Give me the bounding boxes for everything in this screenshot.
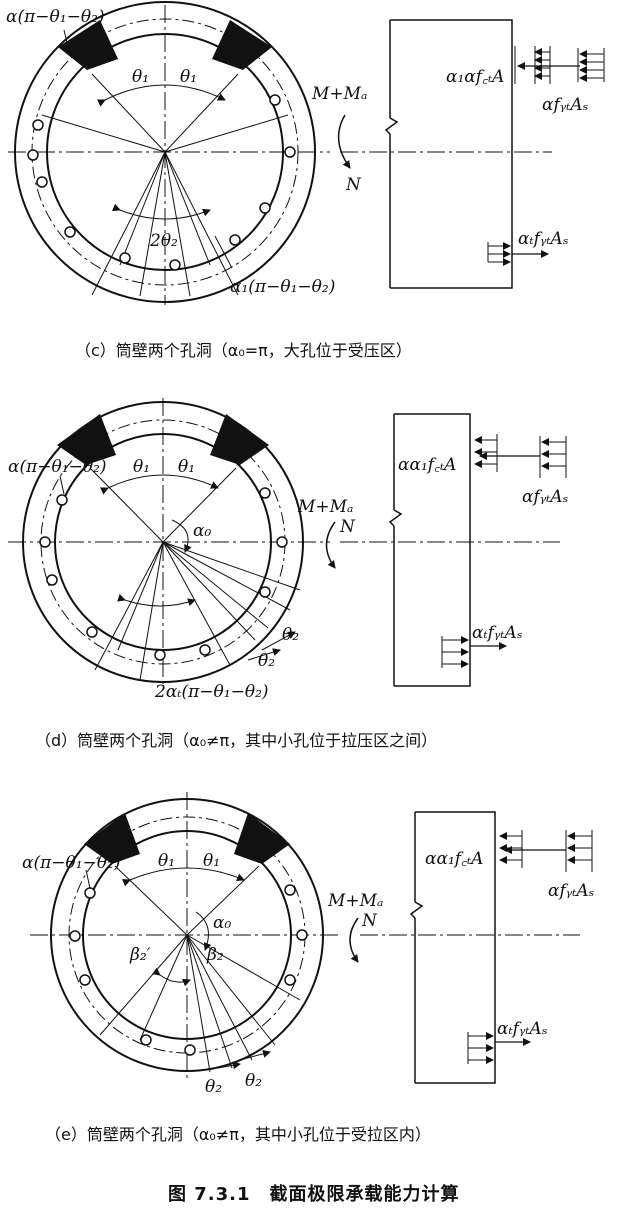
label-theta2-a-e: θ₂ [205, 1077, 222, 1097]
panel-e: α(π−θ₁−θ₂) θ₁ θ₁ α₀ β₂′ β₂ θ₂ θ₂ M+Mₐ N [22, 792, 595, 1097]
rebar-e [69, 884, 308, 1056]
label-steel-tens-e: αₜfᵧₜAₛ [497, 1019, 548, 1039]
label-steel-comp-c: αfᵧₜAₛ [542, 95, 589, 115]
label-alpha-pi-e: α(π−θ₁−θ₂) [22, 853, 121, 873]
label-theta2-b-d: θ₂ [258, 651, 275, 671]
panel-d: α(π−θ₁−θ₂) θ₁ θ₁ α₀ θ₂ θ₂ 2αₜ(π−θ₁−θ₂) M… [8, 398, 569, 702]
label-theta1-right-e: θ₁ [203, 851, 220, 871]
label-two-theta2-c: 2θ₂ [149, 231, 178, 251]
section-circle-e [30, 792, 340, 1082]
label-moment-c: M+Mₐ [311, 84, 367, 104]
force-diagram-d [388, 413, 567, 687]
figure-title: 图 7.3.1 截面极限承载能力计算 [168, 1183, 460, 1205]
label-steel-tens-c: αₜfᵧₜAₛ [518, 229, 569, 249]
label-axial-d: N [339, 517, 356, 537]
force-diagram-c [384, 19, 605, 289]
caption-d: （d）筒壁两个孔洞（α₀≠π，其中小孔位于拉压区之间） [35, 731, 437, 750]
label-steel-comp-d: αfᵧₜAₛ [522, 487, 569, 507]
label-comp-e: αα₁f꜀ₜA [425, 849, 483, 869]
label-alpha0-d: α₀ [193, 521, 211, 541]
label-beta2p-e: β₂′ [129, 945, 151, 965]
rebar-d [39, 487, 288, 661]
label-theta1-left-c: θ₁ [132, 67, 149, 87]
label-theta1-left-d: θ₁ [133, 457, 150, 477]
label-two-alphat-pi-d: 2αₜ(π−θ₁−θ₂) [154, 682, 269, 702]
label-steel-tens-d: αₜfᵧₜAₛ [472, 623, 523, 643]
label-alpha0-e: α₀ [213, 913, 231, 933]
label-alpha-pi-d: α(π−θ₁−θ₂) [8, 457, 107, 477]
label-moment-d: M+Mₐ [297, 497, 353, 517]
section-circle-d [8, 398, 330, 690]
force-diagram-e [409, 811, 593, 1084]
label-axial-c: N [345, 175, 362, 195]
label-steel-comp-e: αfᵧₜAₛ [548, 881, 595, 901]
label-theta1-right-d: θ₁ [178, 457, 195, 477]
label-comp-c: α₁αf꜀ₜA [446, 67, 504, 87]
label-theta2-a-d: θ₂ [282, 625, 299, 645]
rebar-c [27, 94, 296, 271]
label-beta2-e: β₂ [206, 945, 224, 965]
section-circle-c [8, 1, 330, 305]
label-alpha-pi-c: α(π−θ₁−θ₂) [6, 7, 105, 27]
label-comp-d: αα₁f꜀ₜA [398, 455, 456, 475]
label-axial-e: N [361, 911, 378, 931]
label-alpha1-pi-c: α₁(π−θ₁−θ₂) [230, 277, 335, 297]
caption-e: （e）筒壁两个孔洞（α₀≠π，其中小孔位于受拉区内） [45, 1125, 431, 1144]
caption-c: （c）筒壁两个孔洞（α₀=π，大孔位于受压区） [75, 341, 412, 360]
label-moment-e: M+Mₐ [327, 891, 383, 911]
panel-c: α(π−θ₁−θ₂) θ₁ θ₁ 2θ₂ α₁(π−θ₁−θ₂) M+Mₐ N [6, 1, 605, 305]
label-theta1-right-c: θ₁ [180, 67, 197, 87]
label-theta1-left-e: θ₁ [158, 851, 175, 871]
label-theta2-b-e: θ₂ [245, 1071, 262, 1091]
